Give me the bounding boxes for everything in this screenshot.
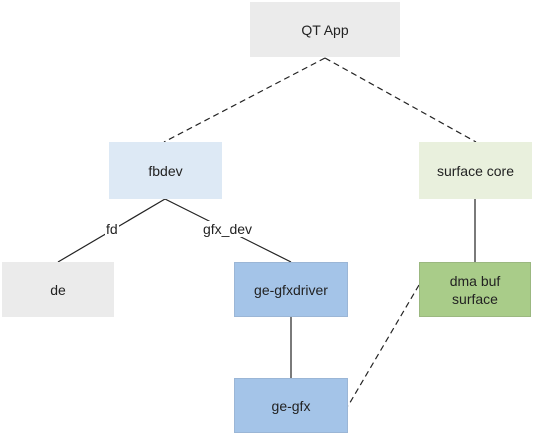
node-de: de [2, 262, 114, 317]
node-ge-gfxdriver: ge-gfxdriver [234, 262, 348, 317]
edge-qt-app-to-fbdev [163, 57, 326, 143]
edge-label-gfx-dev: gfx_dev [202, 221, 254, 237]
node-ge-gfx: ge-gfx [234, 378, 348, 433]
node-surface-core: surface core [419, 142, 532, 199]
edge-dma-buf-to-ge-gfx [347, 284, 420, 407]
node-fbdev: fbdev [109, 142, 222, 199]
edge-label-fd: fd [105, 221, 119, 237]
edge-qt-app-to-surface-core [324, 57, 477, 143]
node-dma-buf-surface: dma buf surface [419, 262, 531, 317]
node-qt-app: QT App [250, 2, 400, 57]
